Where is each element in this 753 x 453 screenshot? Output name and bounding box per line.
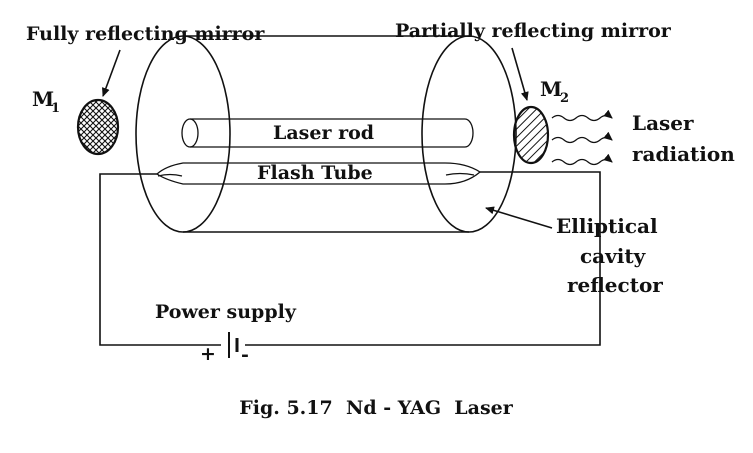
battery-icon — [228, 332, 239, 358]
elliptical-cavity-reflector — [135, 35, 517, 233]
laser-rod — [181, 118, 474, 148]
m1-label: M 1 — [32, 87, 60, 116]
mirror-m2 — [512, 105, 550, 165]
circuit-wire — [99, 171, 601, 346]
fully-reflecting-mirror-label: Fully reflecting mirror — [26, 23, 265, 45]
laser-rod-label: Laser rod — [273, 122, 374, 144]
flash-tube-label: Flash Tube — [257, 162, 373, 184]
partially-reflecting-mirror-label: Partially reflecting mirror — [395, 20, 672, 42]
cavity-pointer-arrow — [485, 206, 553, 229]
m1-pointer-arrow — [102, 49, 121, 97]
battery-minus-sign: - — [241, 344, 249, 366]
laser-radiation-wave-icon — [551, 109, 613, 166]
figure-caption: Fig. 5.17 Nd - YAG Laser — [239, 397, 513, 419]
flash-tube — [155, 162, 482, 185]
laser-radiation-label-line2: radiation — [632, 142, 735, 166]
laser-radiation-label-line1: Laser — [632, 111, 694, 135]
elliptical-cavity-label-line3: reflector — [567, 273, 663, 297]
m2-pointer-arrow — [511, 47, 529, 101]
svg-text:M: M — [32, 87, 54, 111]
elliptical-cavity-label-line2: cavity — [580, 244, 647, 268]
elliptical-cavity-label-line1: Elliptical — [556, 214, 658, 238]
svg-text:1: 1 — [51, 101, 60, 116]
m2-label: M 2 — [540, 77, 569, 106]
power-supply-label: Power supply — [155, 301, 297, 323]
mirror-m1 — [76, 98, 120, 156]
svg-text:M: M — [540, 77, 562, 101]
battery-plus-sign: + — [200, 343, 216, 365]
svg-text:2: 2 — [560, 91, 569, 106]
